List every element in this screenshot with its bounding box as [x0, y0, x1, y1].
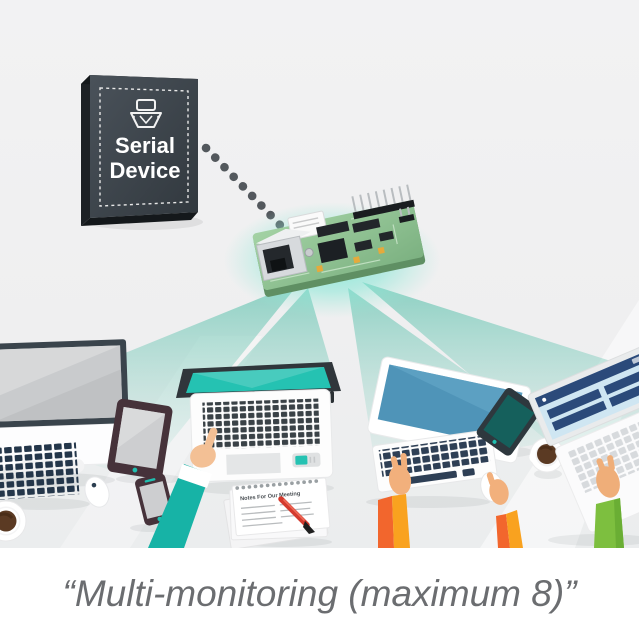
- box-front: [90, 75, 198, 218]
- cup-handle: [529, 450, 536, 463]
- typing-hand-left: [378, 453, 412, 548]
- pcb-chips: [304, 218, 395, 273]
- notepad-spiral: [235, 478, 323, 490]
- laptop-right-deck: [555, 386, 639, 533]
- keyboard-left: [0, 442, 80, 500]
- sleeve-orange-outer: [496, 514, 510, 548]
- serial-device-box: Serial Device: [81, 75, 203, 230]
- tablet-right: [476, 387, 541, 456]
- desktop-monitor-left: [0, 339, 133, 475]
- keyboard-left-keys: [0, 442, 80, 500]
- pcb-traces: [270, 212, 398, 282]
- hand-skin: [596, 466, 620, 498]
- typing-hand-green: [594, 455, 624, 548]
- pointing-hand-teal: [148, 427, 218, 548]
- scene: Serial Device: [0, 0, 639, 550]
- webpage-blocks: [546, 359, 639, 431]
- pointing-finger: [202, 427, 218, 455]
- tablet-left-home-button: [132, 467, 138, 473]
- laptop-center-keyboard: [202, 398, 320, 450]
- notepad: Notes For Our Meeting: [223, 477, 331, 550]
- box-side: [81, 75, 90, 226]
- coffee-cup-left: [0, 500, 27, 542]
- sleeve-teal: [148, 464, 210, 548]
- red-pen: [278, 496, 315, 534]
- pcb-pin-headers: [351, 184, 415, 223]
- notepad-sheet: [231, 477, 331, 537]
- box-dashed-border: [99, 87, 189, 207]
- laptop-center-screen: [186, 367, 331, 393]
- mouse-hand-right: [480, 471, 523, 548]
- device-server-board: [252, 184, 426, 297]
- sleeve-orange-inner: [392, 494, 410, 548]
- serial-device-label-line2: Device: [110, 158, 181, 183]
- smartphone-screen: [139, 481, 171, 519]
- hand-skin: [388, 465, 412, 495]
- laptop-center: [176, 362, 341, 483]
- monitor-left-screen-shade: [0, 369, 123, 422]
- caption-text: “Multi-monitoring (maximum 8)”: [62, 572, 577, 614]
- sleeve-orange-outer: [378, 496, 394, 548]
- hand-skin: [489, 479, 509, 505]
- note-title: Notes For Our Meeting: [240, 491, 301, 502]
- laptop-center-deck: [189, 388, 334, 483]
- caption-band: “Multi-monitoring (maximum 8)”: [0, 548, 639, 639]
- box-bottom: [81, 212, 198, 226]
- coffee-left: [0, 510, 17, 532]
- serial-connector-icon: [130, 99, 162, 128]
- mouse-left: [84, 476, 110, 508]
- sleeve-orange-inner: [506, 510, 523, 548]
- smartphone-speaker: [144, 478, 156, 483]
- laptop-center-trackpad: [226, 452, 281, 475]
- mouse-left-scroll: [91, 482, 97, 488]
- tablet-left: [107, 398, 173, 479]
- scene-svg: Serial Device: [0, 0, 639, 550]
- serial-device-label-line1: Serial: [115, 133, 175, 158]
- pen-tip: [303, 521, 315, 534]
- laptop-center-hinge: [330, 391, 334, 403]
- cuff-white: [178, 464, 212, 488]
- keyboard-right-spacebar: [408, 470, 458, 484]
- tablet-right-screen: [483, 394, 535, 449]
- monitor-left-screen-highlight: [0, 345, 121, 398]
